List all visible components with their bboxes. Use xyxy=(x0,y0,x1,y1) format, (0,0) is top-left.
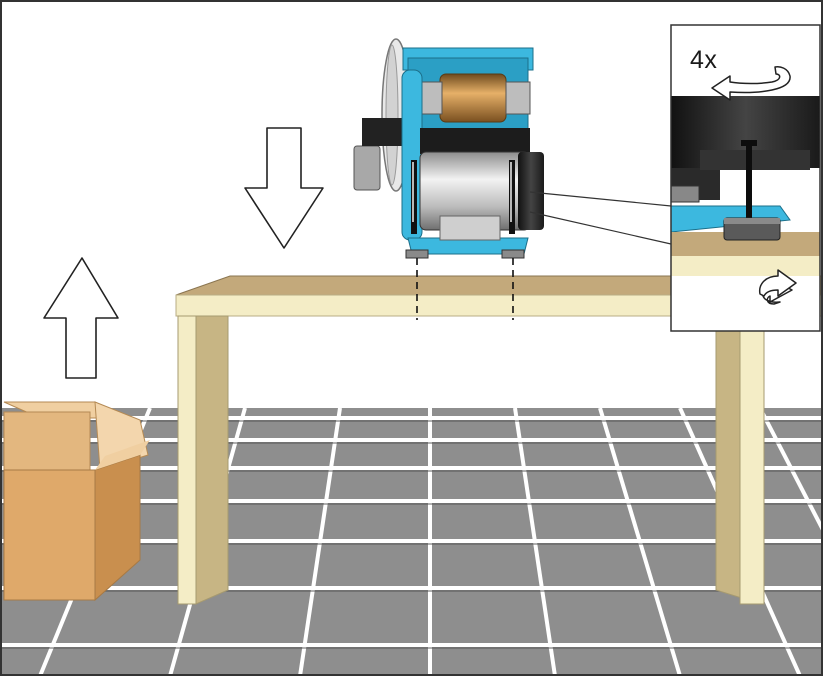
repeat-count-label: 4x xyxy=(690,46,718,74)
arrow-up-icon xyxy=(43,257,119,379)
rotate-arrow-icon xyxy=(758,269,797,305)
rotate-arrow-icon xyxy=(711,66,791,101)
workbench-table xyxy=(175,275,823,605)
detail-callout xyxy=(670,24,821,332)
callout-leader xyxy=(529,191,672,245)
arrow-down-icon xyxy=(244,127,324,249)
alignment-guides xyxy=(416,258,514,320)
motor-unit xyxy=(353,38,544,259)
cardboard-box xyxy=(3,401,150,602)
